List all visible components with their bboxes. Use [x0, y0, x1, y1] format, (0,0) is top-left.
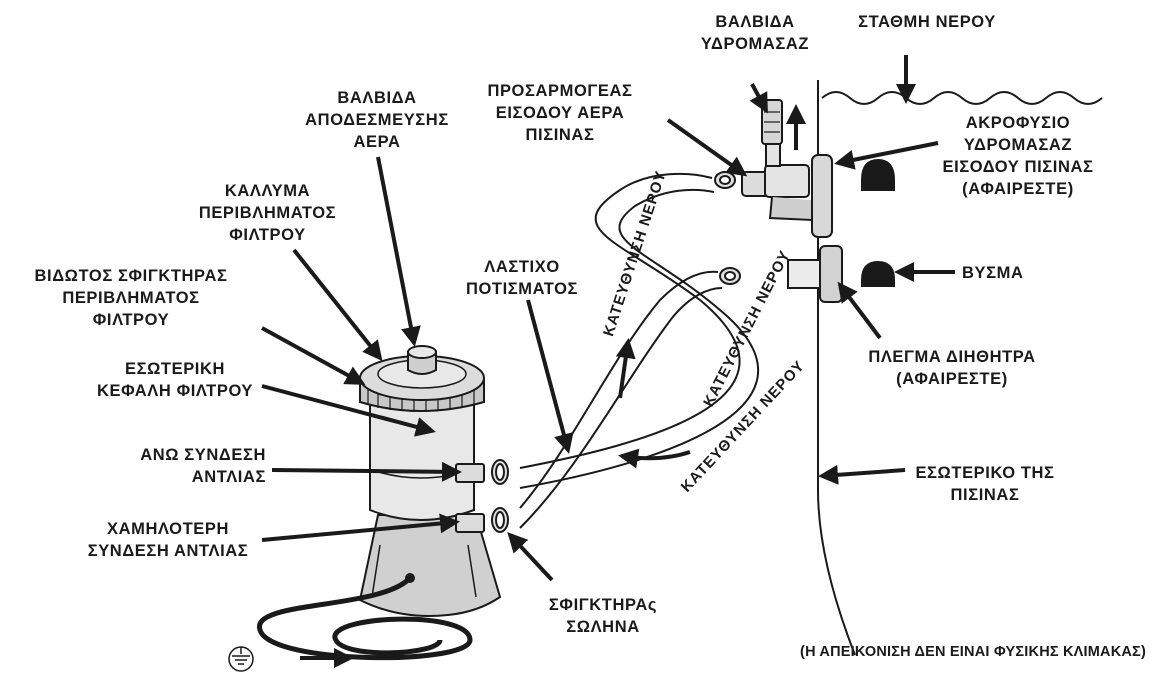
jet-fitting-flange	[812, 155, 832, 237]
footnote-not-to-scale: (Η ΑΠΕΙΚΟΝΙΣΗ ΔΕΝ ΕΙΝΑΙ ΦΥΣΙΚΗΣ ΚΛΙΜΑΚΑΣ…	[800, 644, 1146, 660]
strainer-assembly	[788, 246, 894, 302]
label-plug: ΒΥΣΜΑ	[962, 262, 1052, 284]
hose-upper-a	[520, 174, 740, 468]
label-water-level: ΣΤΑΘΜΗ ΝΕΡΟΥ	[842, 11, 1012, 33]
strainer-plug	[862, 262, 894, 286]
water-surface	[822, 92, 1102, 104]
label-strainer-grid: ΠΛΕΓΜΑ ΔΙΗΘΗΤΡΑ(ΑΦΑΙΡΕΣΤΕ)	[852, 346, 1052, 390]
ground-icon	[229, 647, 253, 671]
jet-nozzle	[862, 160, 894, 190]
lower-connector	[456, 514, 484, 532]
filter-pump	[259, 346, 500, 658]
upper-connector	[456, 464, 484, 482]
strainer-grid	[820, 246, 842, 302]
